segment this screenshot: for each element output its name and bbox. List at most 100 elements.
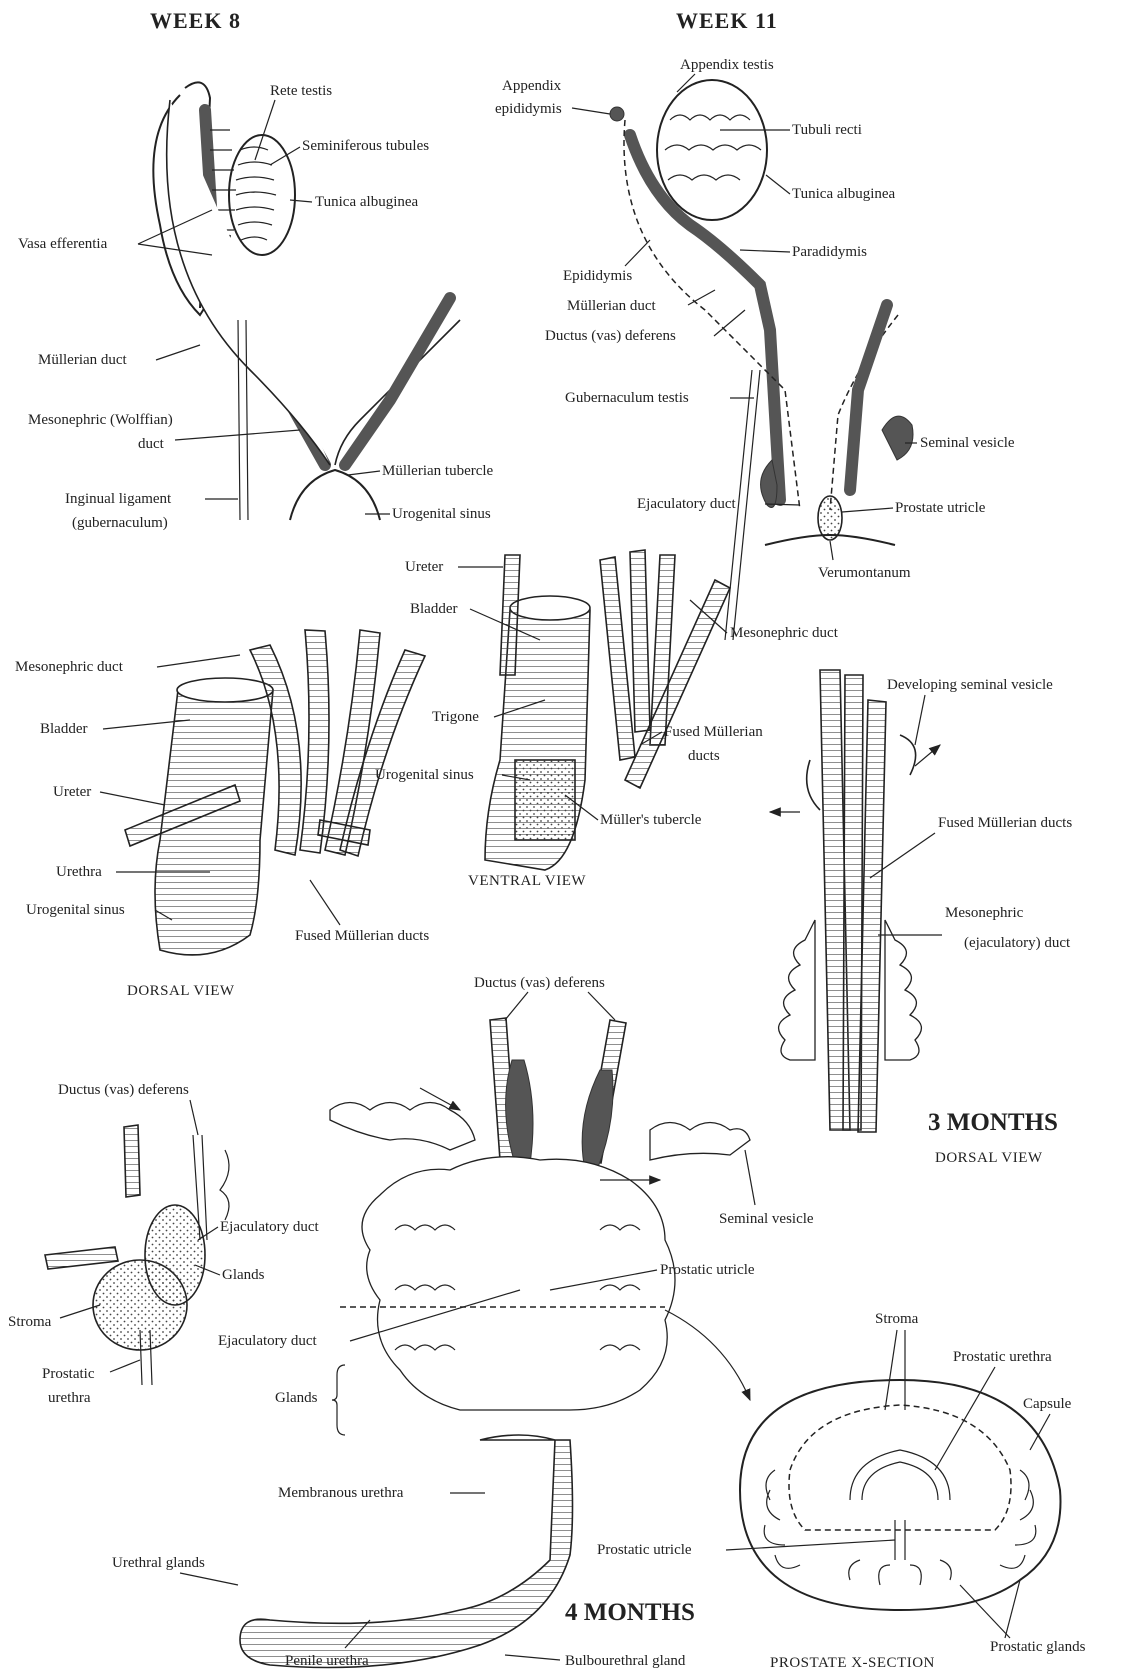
- label-appendix-testis: Appendix testis: [680, 57, 774, 73]
- label-mesonephric-duct-w8-2: duct: [138, 436, 165, 452]
- xsection-prostatic-glands: [764, 1470, 1036, 1585]
- label-urogenital-sinus-dorsal: Urogenital sinus: [26, 902, 125, 918]
- label-seminal-vesicle-4mo: Seminal vesicle: [719, 1211, 814, 1227]
- label-fused-mullerian-3mo: Fused Müllerian ducts: [938, 815, 1072, 831]
- four-months-heading: 4 MONTHS: [565, 1599, 695, 1626]
- label-fused-mullerian-dorsal: Fused Müllerian ducts: [295, 928, 429, 944]
- label-fused-mullerian-ventral-2: ducts: [688, 748, 720, 764]
- label-mesonephric-duct-w8-1: Mesonephric (Wolffian): [28, 412, 173, 428]
- xsection-utricle: [895, 1520, 905, 1560]
- label-urethra-dorsal: Urethra: [56, 864, 102, 880]
- small-prostate-right: [145, 1205, 205, 1305]
- label-inguinal-ligament-2: (gubernaculum): [72, 515, 168, 531]
- dorsal-view-caption: DORSAL VIEW: [127, 983, 235, 999]
- label-urogenital-sinus-ventral: Urogenital sinus: [375, 767, 474, 783]
- label-penile-urethra: Penile urethra: [285, 1653, 369, 1669]
- label-epididymis: Epididymis: [563, 268, 632, 284]
- label-trigone: Trigone: [432, 709, 479, 725]
- label-verumontanum: Verumontanum: [818, 565, 911, 581]
- label-prostatic-utricle-xsection: Prostatic utricle: [597, 1542, 692, 1558]
- label-paradidymis: Paradidymis: [792, 244, 867, 260]
- label-mullerian-duct-w11: Müllerian duct: [567, 298, 657, 314]
- dorsal-mesonephric-duct-2: [300, 630, 329, 853]
- label-mesonephric-3mo-2: (ejaculatory) duct: [964, 935, 1071, 951]
- label-prostatic-glands: Prostatic glands: [990, 1639, 1086, 1655]
- label-membranous-urethra: Membranous urethra: [278, 1485, 404, 1501]
- prostate-xsection-caption: PROSTATE X-SECTION: [770, 1655, 935, 1671]
- label-prostatic-urethra-left-2: urethra: [48, 1390, 91, 1406]
- label-seminal-vesicle-w11: Seminal vesicle: [920, 435, 1015, 451]
- label-tunica-albuginea-w11: Tunica albuginea: [792, 186, 896, 202]
- label-prostate-utricle: Prostate utricle: [895, 500, 986, 516]
- label-appendix-epididymis-2: epididymis: [495, 101, 562, 117]
- label-capsule: Capsule: [1023, 1396, 1072, 1412]
- week11-tubuli: [665, 115, 761, 180]
- week8-wolffian-duct-right: [345, 298, 450, 465]
- label-prostatic-urethra-left-1: Prostatic: [42, 1366, 95, 1382]
- label-mesonephric-ventral: Mesonephric duct: [730, 625, 839, 641]
- label-bladder-ventral: Bladder: [410, 601, 457, 617]
- week11-seminal-vesicle-right: [882, 416, 913, 460]
- label-mullerian-duct-w8: Müllerian duct: [38, 352, 128, 368]
- label-mullers-tubercle: Müller's tubercle: [600, 812, 702, 828]
- main-seminal-vesicle-right: [650, 1123, 750, 1161]
- main-prostate-glands: [362, 1157, 675, 1410]
- label-ejaculatory-duct-w11: Ejaculatory duct: [637, 496, 737, 512]
- week11-heading: WEEK 11: [676, 8, 778, 33]
- dorsal-view-panel: Mesonephric duct Bladder Ureter Urethra …: [15, 630, 429, 999]
- label-bulbourethral-gland: Bulbourethral gland: [565, 1653, 686, 1669]
- label-mullerian-tubercle: Müllerian tubercle: [382, 463, 494, 479]
- week8-mullerian-duct-left: [167, 100, 330, 465]
- label-mesonephric-3mo-1: Mesonephric: [945, 905, 1024, 921]
- week8-urogenital-sinus: [290, 470, 380, 520]
- three-months-panel: Developing seminal vesicle Fused Mülleri…: [770, 670, 1072, 1166]
- label-urogenital-sinus-w8: Urogenital sinus: [392, 506, 491, 522]
- label-ductus-deferens-left: Ductus (vas) deferens: [58, 1082, 189, 1098]
- xsection-prostatic-urethra: [850, 1450, 950, 1500]
- week8-panel: WEEK 8 Rete testis Seminiferous tubules …: [18, 8, 494, 531]
- label-inguinal-ligament-1: Inginual ligament: [65, 491, 172, 507]
- label-stroma-left: Stroma: [8, 1314, 52, 1330]
- label-appendix-epididymis-1: Appendix: [502, 78, 562, 94]
- label-tubuli-recti: Tubuli recti: [792, 122, 862, 138]
- label-prostatic-urethra-xsection: Prostatic urethra: [953, 1349, 1052, 1365]
- week8-heading: WEEK 8: [150, 8, 241, 33]
- week11-panel: WEEK 11 Appendix testis Appendix epididy…: [495, 8, 1015, 640]
- ventral-view-panel: Ureter Bladder Mesonephric duct Trigone …: [375, 550, 839, 889]
- main-membranous-penile-urethra: [240, 1435, 573, 1668]
- label-ejaculatory-duct-left: Ejaculatory duct: [220, 1219, 320, 1235]
- ventral-mesonephric-1: [600, 557, 635, 760]
- label-glands-mid: Glands: [275, 1390, 318, 1406]
- xsection-capsule: [740, 1380, 1061, 1610]
- label-ductus-deferens-w11: Ductus (vas) deferens: [545, 328, 676, 344]
- main-seminal-vesicle-left: [330, 1103, 475, 1151]
- label-fused-mullerian-ventral-1: Fused Müllerian: [664, 724, 763, 740]
- appendix-epididymis-mark: [610, 107, 624, 121]
- label-vasa-efferentia: Vasa efferentia: [18, 236, 108, 252]
- small-ductus-left: [124, 1125, 140, 1197]
- label-rete-testis: Rete testis: [270, 83, 332, 99]
- three-months-heading: 3 MONTHS: [928, 1109, 1058, 1136]
- four-months-small-panel: Ductus (vas) deferens Ejaculatory duct G…: [8, 1082, 320, 1406]
- label-urethral-glands: Urethral glands: [112, 1555, 205, 1571]
- week8-seminiferous-tubules: [236, 147, 276, 240]
- label-ureter-dorsal: Ureter: [53, 784, 91, 800]
- ventral-urogenital-sinus: [515, 760, 575, 840]
- label-ejaculatory-duct-mid: Ejaculatory duct: [218, 1333, 318, 1349]
- label-stroma-xsection: Stroma: [875, 1311, 919, 1327]
- label-gubernaculum-testis: Gubernaculum testis: [565, 390, 689, 406]
- label-prostatic-utricle-4mo: Prostatic utricle: [660, 1262, 755, 1278]
- four-months-main-panel: Ductus (vas) deferens Seminal vesicle Pr…: [112, 975, 814, 1669]
- label-ureter-ventral: Ureter: [405, 559, 443, 575]
- label-seminiferous-tubules: Seminiferous tubules: [302, 138, 429, 154]
- week11-ductus-right: [850, 305, 887, 490]
- xsection-stroma-boundary: [789, 1405, 1011, 1530]
- prostate-utricle-shape: [818, 496, 842, 540]
- label-developing-seminal-vesicle: Developing seminal vesicle: [887, 677, 1053, 693]
- label-bladder-dorsal: Bladder: [40, 721, 87, 737]
- ampulla-right: [582, 1070, 613, 1170]
- label-glands-left: Glands: [222, 1267, 265, 1283]
- ventral-view-caption: VENTRAL VIEW: [468, 873, 586, 889]
- week8-testis: [229, 135, 295, 255]
